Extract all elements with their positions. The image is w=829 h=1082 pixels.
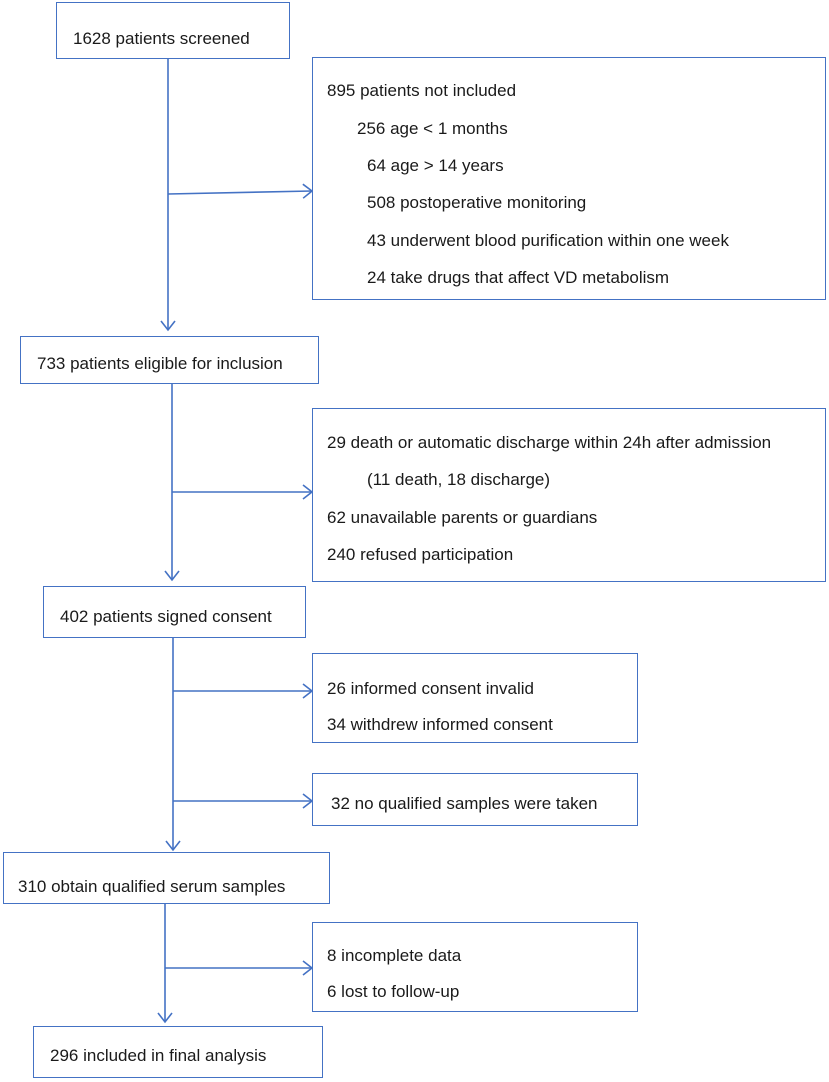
not-included-item: 508 postoperative monitoring — [367, 193, 587, 212]
excluded-2-item: 34 withdrew informed consent — [327, 715, 553, 734]
box-not-included: 895 patients not included 256 age < 1 mo… — [312, 57, 826, 300]
not-included-item: 64 age > 14 years — [367, 156, 504, 175]
not-included-item: 24 take drugs that affect VD metabolism — [367, 268, 670, 287]
excluded-3-label: 32 no qualified samples were taken — [331, 794, 598, 813]
excluded-4-item: 8 incomplete data — [327, 946, 462, 965]
not-included-item: 256 age < 1 months — [357, 119, 508, 138]
box-excluded-1: 29 death or automatic discharge within 2… — [312, 408, 826, 582]
not-included-item: 43 underwent blood purification within o… — [367, 231, 729, 250]
excluded-2-item: 26 informed consent invalid — [327, 679, 534, 698]
excluded-4-item: 6 lost to follow-up — [327, 982, 460, 1001]
box-qualified-samples: 310 obtain qualified serum samples — [3, 852, 330, 904]
eligible-label: 733 patients eligible for inclusion — [37, 354, 283, 373]
excluded-1-item: (11 death, 18 discharge) — [367, 470, 551, 489]
excluded-1-item: 240 refused participation — [327, 545, 514, 564]
final-label: 296 included in final analysis — [50, 1046, 267, 1065]
box-screened: 1628 patients screened — [56, 2, 290, 59]
box-excluded-4: 8 incomplete data 6 lost to follow-up — [312, 922, 638, 1012]
excluded-1-item: 29 death or automatic discharge within 2… — [327, 433, 772, 452]
not-included-title: 895 patients not included — [327, 81, 517, 100]
qualified-samples-label: 310 obtain qualified serum samples — [18, 877, 286, 896]
box-signed-consent: 402 patients signed consent — [43, 586, 306, 638]
signed-consent-label: 402 patients signed consent — [60, 607, 272, 626]
box-final: 296 included in final analysis — [33, 1026, 323, 1078]
box-eligible: 733 patients eligible for inclusion — [20, 336, 319, 384]
box-excluded-2: 26 informed consent invalid 34 withdrew … — [312, 653, 638, 743]
box-excluded-3: 32 no qualified samples were taken — [312, 773, 638, 826]
arrow-to-not-included — [167, 183, 314, 199]
excluded-1-item: 62 unavailable parents or guardians — [327, 508, 598, 527]
screened-label: 1628 patients screened — [73, 29, 250, 48]
